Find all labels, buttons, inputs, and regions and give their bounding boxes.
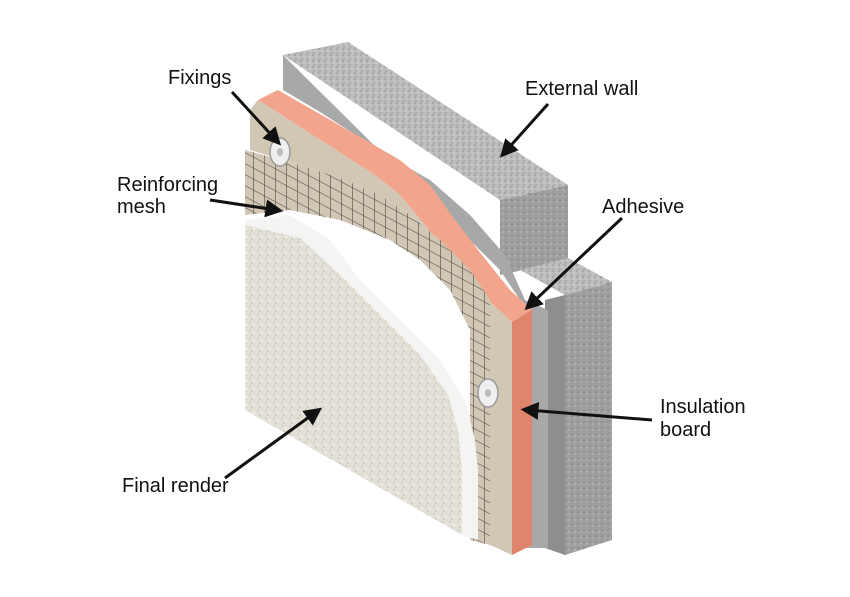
external-wall-lower-top (520, 258, 612, 295)
fixing-disc-lower (477, 378, 499, 408)
label-fixings: Fixings (168, 67, 231, 89)
fixing-disc-upper (269, 137, 291, 167)
arrow-fixings (230, 90, 282, 146)
label-reinforcing-mesh-line2: mesh (117, 196, 166, 218)
label-external-wall: External wall (525, 78, 638, 100)
insulation-board-side (512, 310, 532, 555)
arrow-external-wall (499, 102, 550, 158)
label-final-render: Final render (122, 475, 229, 497)
external-wall-lower-front (565, 282, 612, 555)
arrow-reinforcing-mesh (209, 198, 284, 218)
reinforcing-mesh-grid (245, 150, 490, 545)
label-insulation-board-line2: board (660, 419, 711, 441)
external-wall-top (283, 42, 568, 200)
label-reinforcing-mesh-line1: Reinforcing (117, 174, 218, 196)
external-wall-lower-side (545, 295, 565, 555)
label-adhesive: Adhesive (602, 196, 684, 218)
label-insulation-board-line1: Insulation (660, 396, 746, 418)
external-wall-front (500, 185, 568, 275)
arrow-final-render (224, 407, 323, 480)
final-render-layer (245, 225, 462, 535)
arrow-insulation-board (520, 401, 653, 422)
arrow-adhesive (524, 216, 624, 311)
